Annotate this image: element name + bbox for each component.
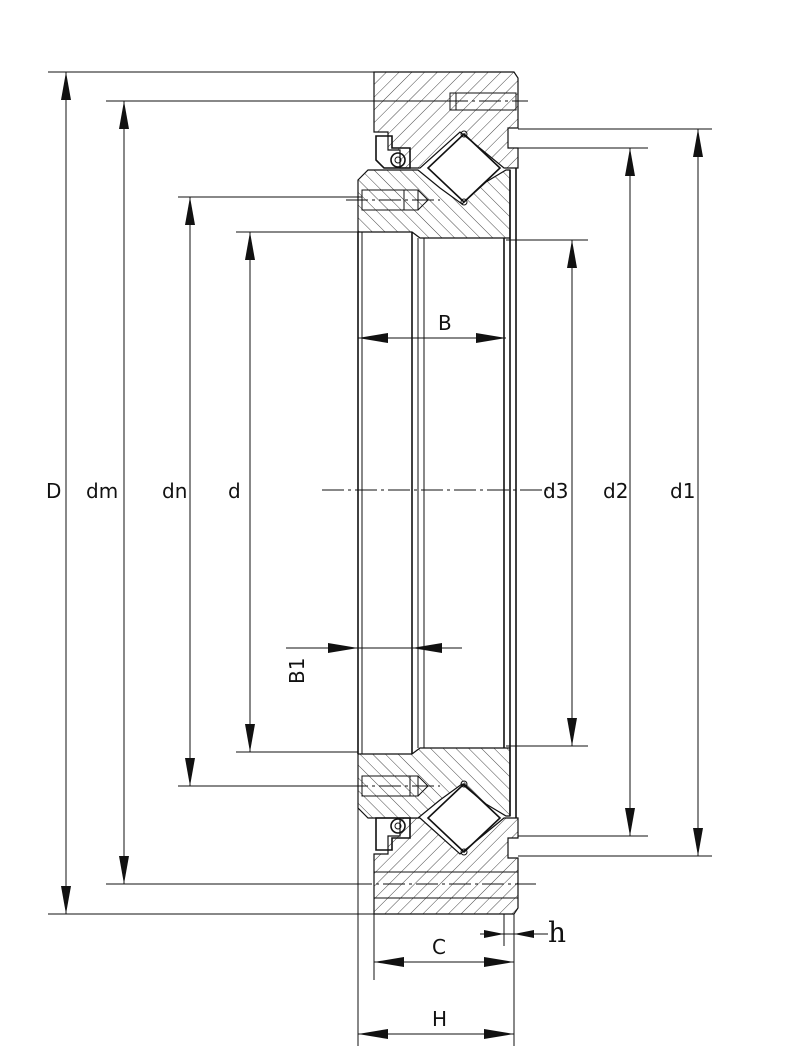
label-B1: B1 xyxy=(285,658,309,684)
label-dm: dm xyxy=(86,479,118,503)
dimension-D xyxy=(61,72,71,914)
extension-lines xyxy=(48,71,712,1046)
label-d: d xyxy=(228,479,241,503)
dimension-d2 xyxy=(625,148,635,836)
outer-ring-bottom-section xyxy=(373,817,519,915)
label-B: B xyxy=(438,311,452,335)
dimension-C xyxy=(374,957,514,967)
seal-top xyxy=(375,135,411,169)
dimension-h xyxy=(480,930,548,938)
label-d3: d3 xyxy=(543,479,568,503)
label-H: H xyxy=(432,1007,447,1031)
label-dn: dn xyxy=(162,479,187,503)
seal-bottom xyxy=(375,817,411,851)
dimension-d xyxy=(245,232,255,752)
dimension-d3 xyxy=(567,240,577,746)
roller-bottom xyxy=(426,780,502,856)
dimension-B1 xyxy=(286,643,462,653)
dimension-dm xyxy=(119,101,129,884)
roller-top xyxy=(426,130,502,206)
label-h: h xyxy=(548,916,566,949)
dimension-dn xyxy=(185,197,195,786)
inner-ring-bore xyxy=(357,168,517,818)
label-d2: d2 xyxy=(603,479,628,503)
dimension-B xyxy=(358,333,506,343)
label-D: D xyxy=(46,479,61,503)
label-d1: d1 xyxy=(670,479,695,503)
dimension-d1 xyxy=(693,129,703,856)
label-C: C xyxy=(432,935,446,959)
dimension-H xyxy=(358,1029,514,1039)
inner-ring-bottom-section xyxy=(357,747,511,819)
